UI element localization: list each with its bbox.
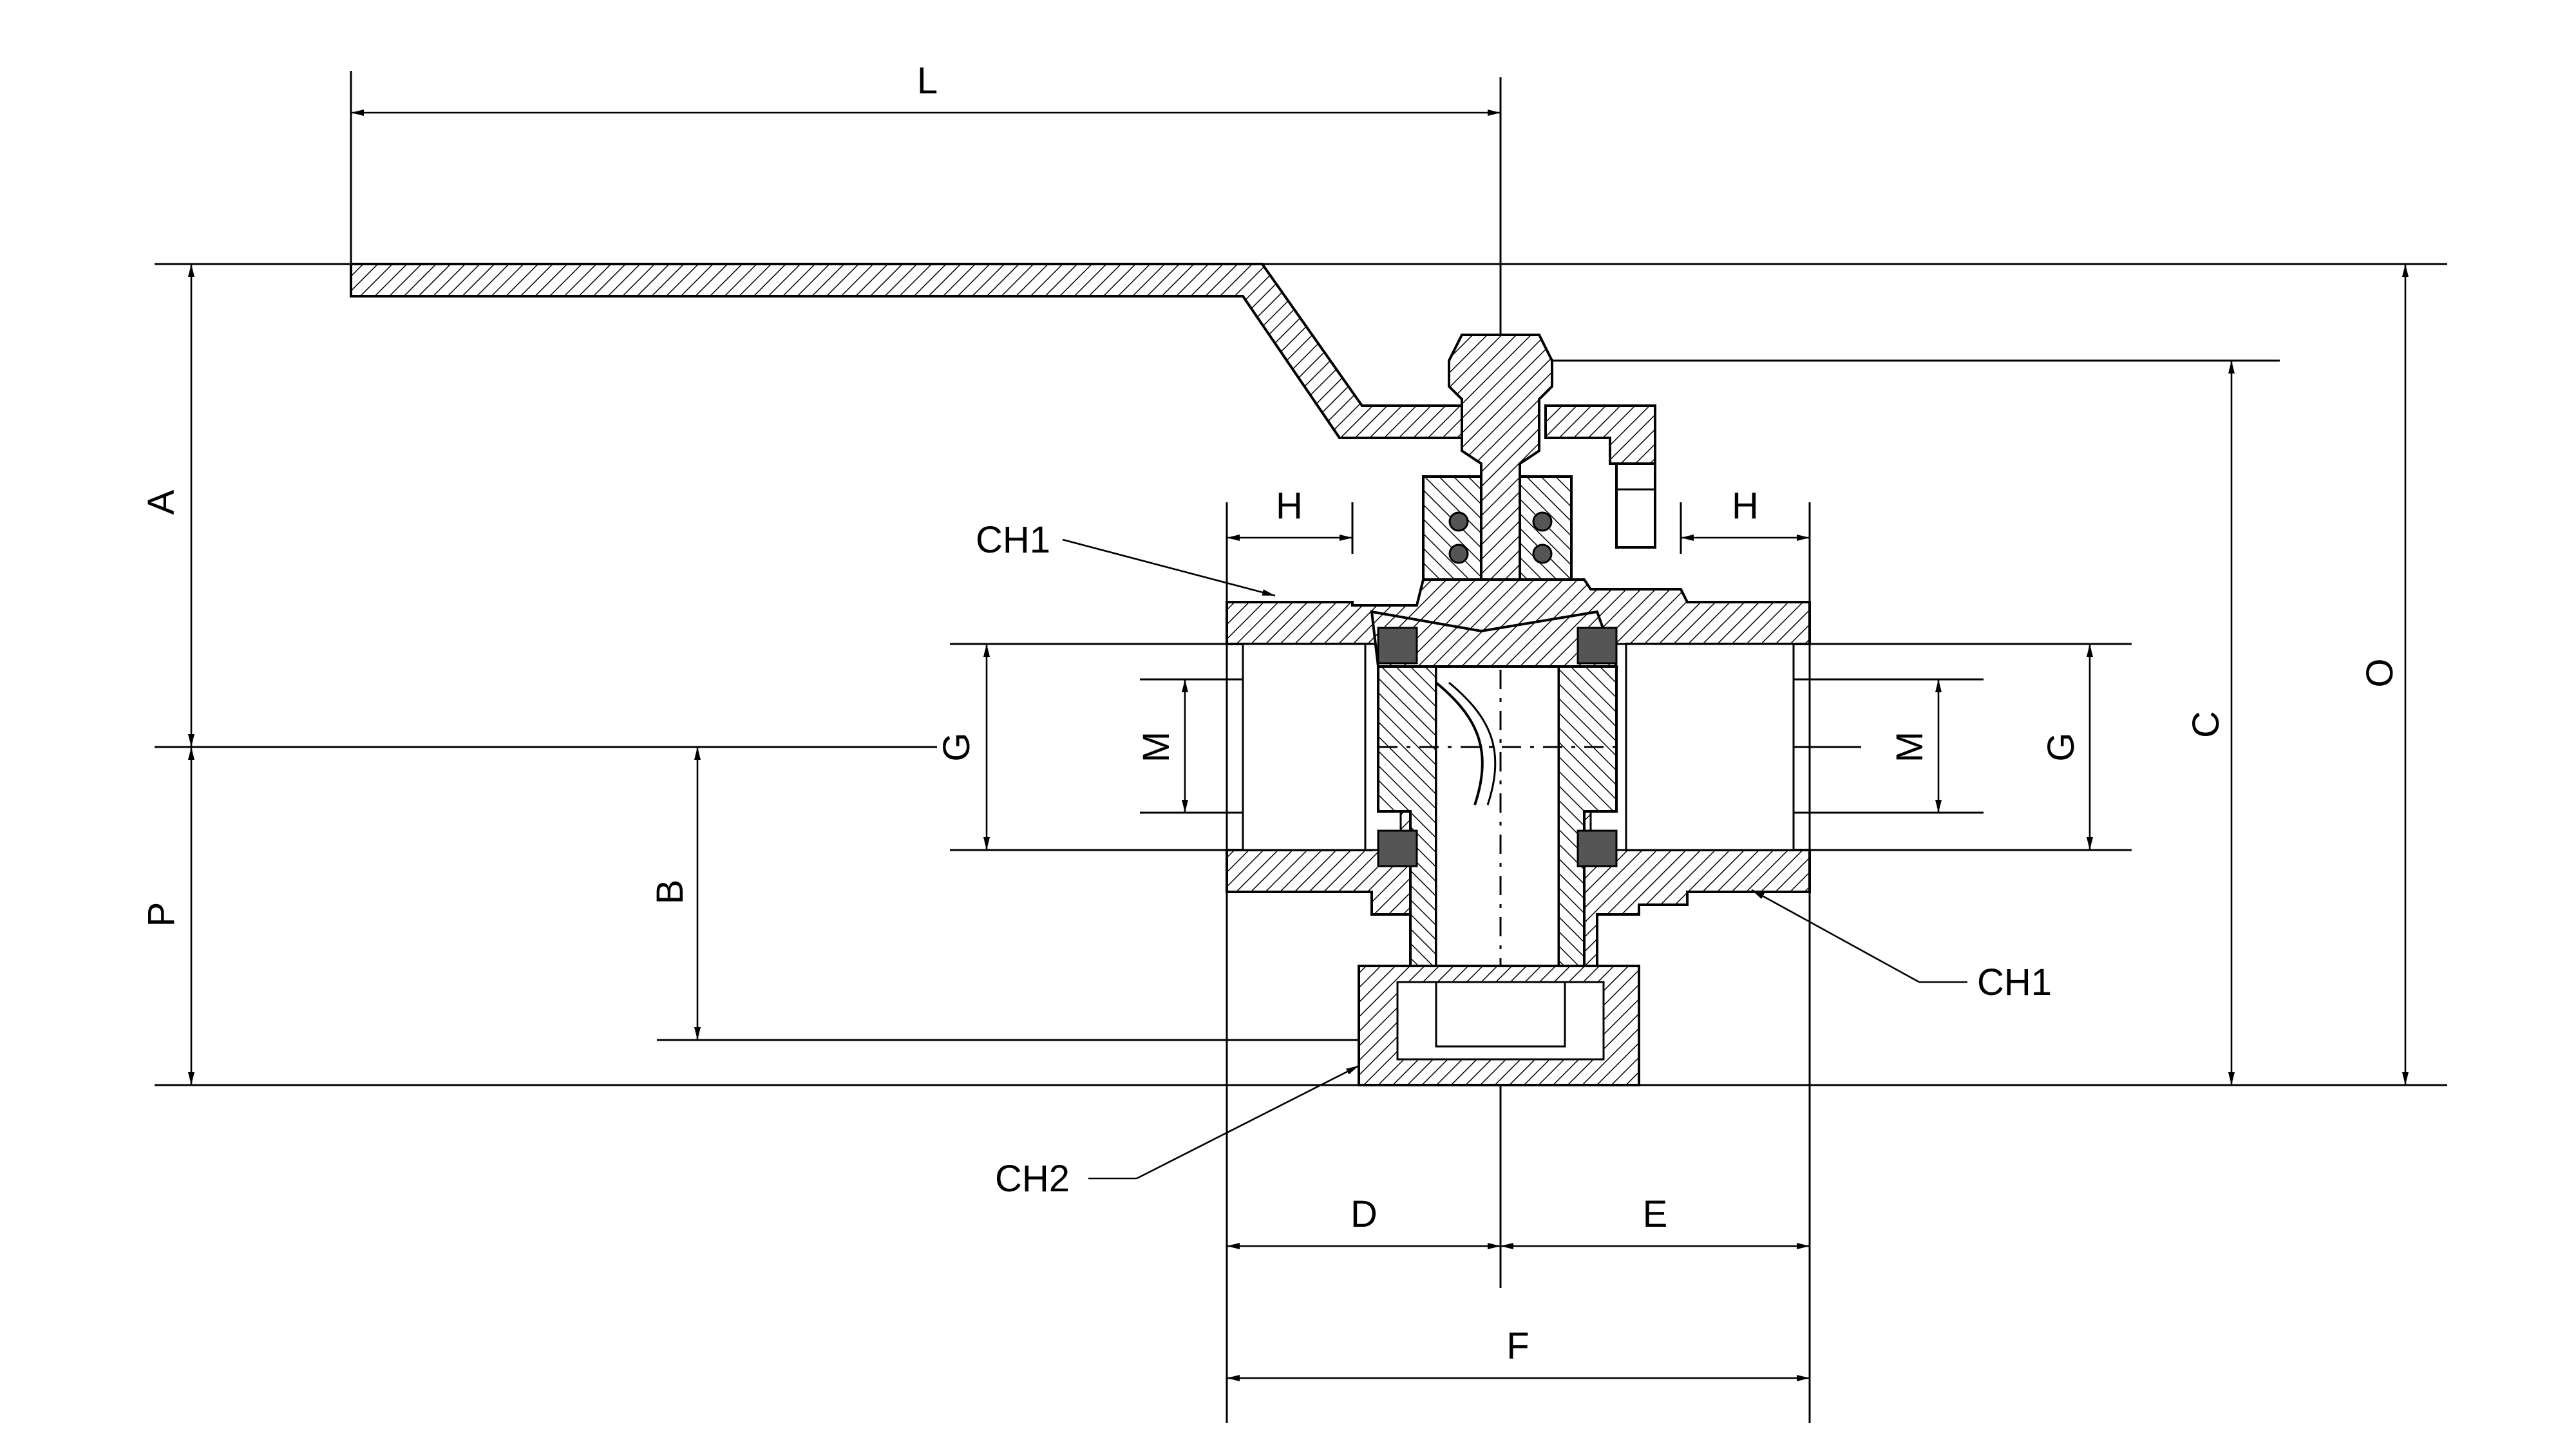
label-d: D xyxy=(1350,1193,1378,1235)
stem-assembly xyxy=(1422,334,1573,627)
callout-leaders xyxy=(1062,538,1967,1180)
label-a: A xyxy=(140,489,182,515)
callout-ch1-right: CH1 xyxy=(1977,961,2052,1003)
label-g-left: G xyxy=(936,732,978,761)
label-f: F xyxy=(1506,1325,1529,1367)
label-c: C xyxy=(2185,711,2227,738)
label-b: B xyxy=(649,880,691,905)
centerlines xyxy=(1378,670,1623,966)
label-g-right: G xyxy=(2040,732,2082,761)
label-m-left: M xyxy=(1135,732,1177,762)
dimension-labels: L A P B O C G G M M H H D E F xyxy=(140,60,2401,1367)
callout-ch1-top: CH1 xyxy=(976,519,1050,561)
label-e: E xyxy=(1643,1193,1668,1235)
label-l: L xyxy=(917,60,938,102)
callout-labels: CH1 CH1 CH2 xyxy=(976,519,2052,1200)
dimension-lines xyxy=(188,109,2409,1381)
ball-element xyxy=(1370,610,1618,983)
label-h-left: H xyxy=(1276,485,1303,527)
label-o: O xyxy=(2359,658,2401,687)
callout-ch2: CH2 xyxy=(995,1158,1070,1200)
label-p: P xyxy=(140,902,182,927)
bottom-cap xyxy=(1358,965,1640,1086)
label-h-right: H xyxy=(1732,485,1759,527)
label-m-right: M xyxy=(1889,732,1931,762)
